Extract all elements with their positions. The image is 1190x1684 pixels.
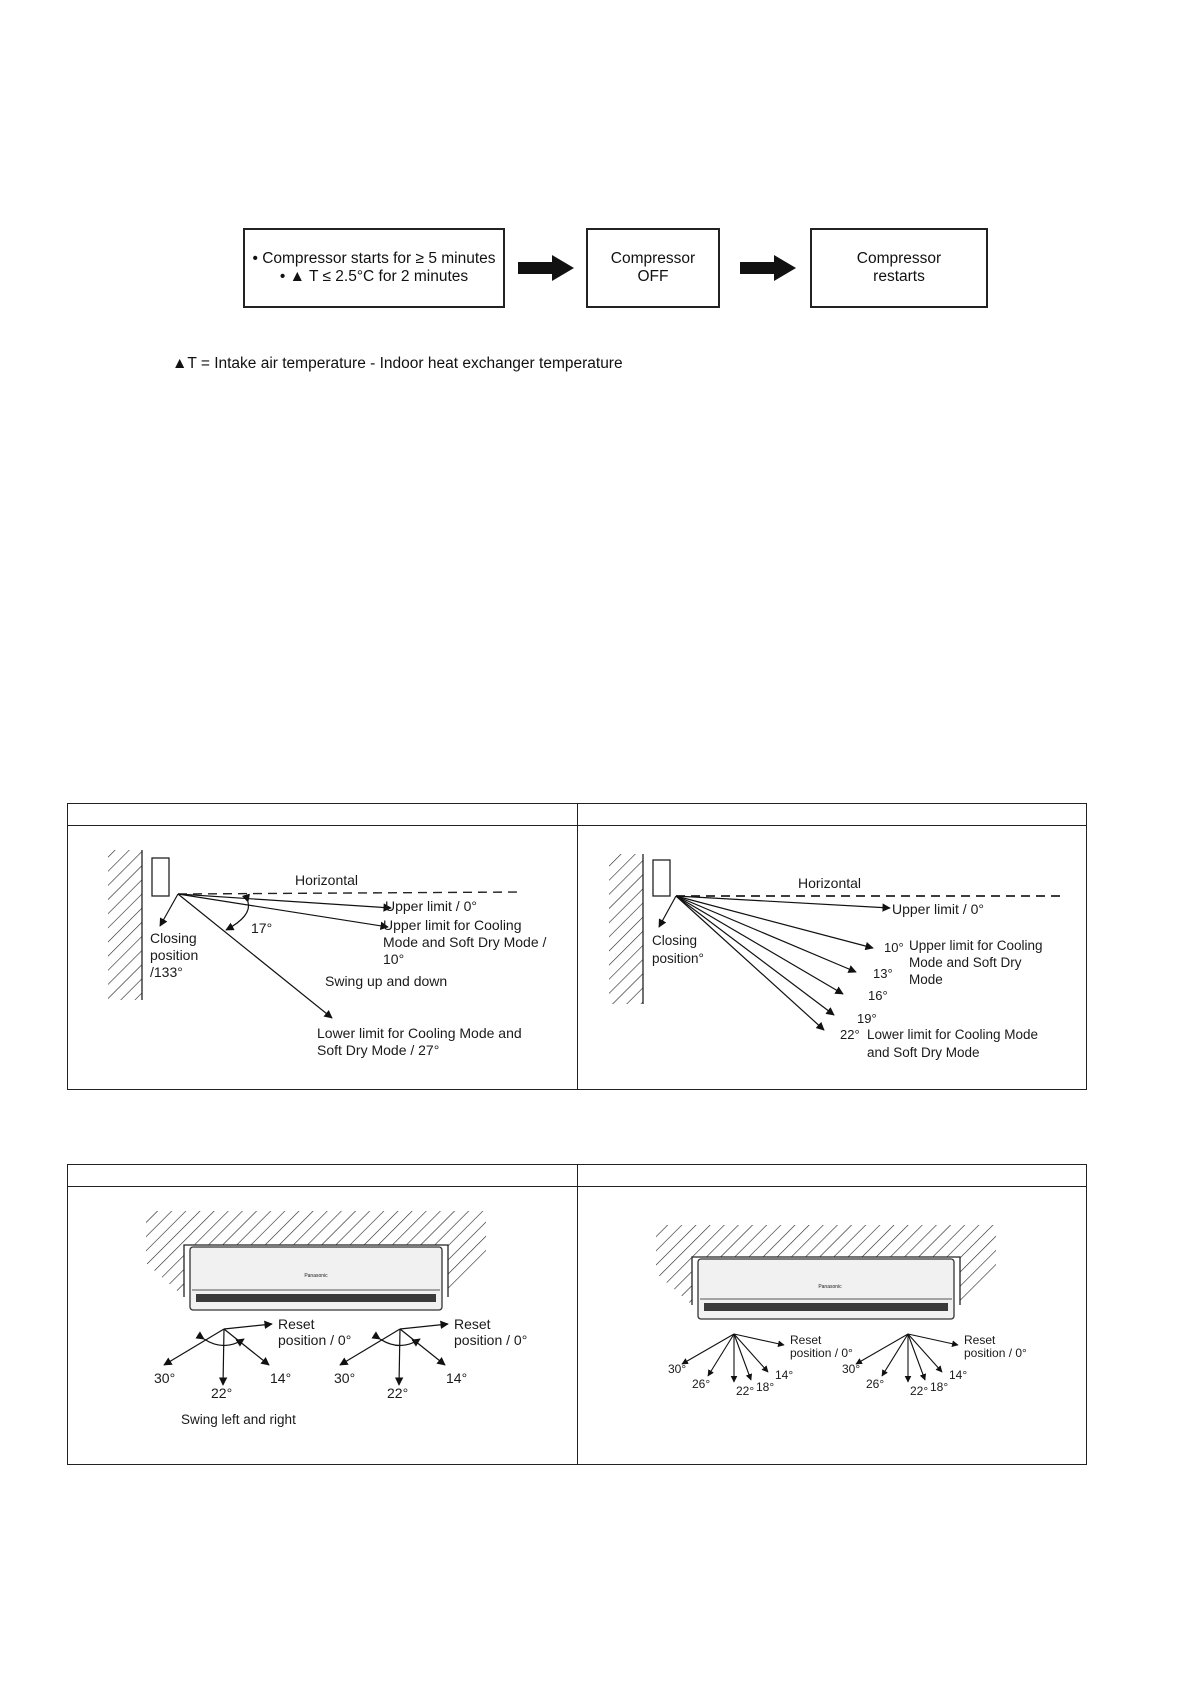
vertical-airflow-table bbox=[67, 803, 1087, 1090]
svg-text:Reset: Reset bbox=[790, 1333, 822, 1347]
svg-text:14°: 14° bbox=[949, 1368, 967, 1382]
flow-arrow-1 bbox=[518, 255, 574, 281]
svg-text:26°: 26° bbox=[866, 1377, 884, 1391]
svg-text:/133°: /133° bbox=[150, 964, 183, 980]
svg-text:Upper limit / 0°: Upper limit / 0° bbox=[892, 901, 984, 917]
horizontal-swing-diagram-right: Panasonic Reset position / 0° Reset posi… bbox=[656, 1225, 1027, 1398]
ceiling-wall-hatch bbox=[146, 1211, 486, 1297]
brand-logo: Panasonic bbox=[818, 1284, 842, 1290]
svg-text:30°: 30° bbox=[668, 1362, 686, 1376]
svg-text:and Soft Dry Mode: and Soft Dry Mode bbox=[867, 1045, 980, 1060]
svg-text:position / 0°: position / 0° bbox=[790, 1346, 853, 1360]
svg-text:Swing left and right: Swing left and right bbox=[181, 1412, 296, 1427]
svg-text:Horizontal: Horizontal bbox=[798, 875, 861, 891]
table-divider bbox=[577, 1165, 578, 1464]
svg-text:position / 0°: position / 0° bbox=[454, 1332, 527, 1348]
svg-text:Upper limit / 0°: Upper limit / 0° bbox=[385, 898, 477, 914]
flow-box-compressor-starts: • Compressor starts for ≥ 5 minutes • ▲ … bbox=[243, 228, 505, 308]
svg-text:Reset: Reset bbox=[278, 1316, 315, 1332]
svg-text:17°: 17° bbox=[251, 920, 272, 936]
flow-arrow-2 bbox=[740, 255, 796, 281]
table-divider bbox=[577, 804, 578, 1089]
svg-text:22°: 22° bbox=[387, 1385, 408, 1401]
svg-text:30°: 30° bbox=[842, 1362, 860, 1376]
svg-text:position / 0°: position / 0° bbox=[278, 1332, 351, 1348]
flow-condition-2: • ▲ T ≤ 2.5°C for 2 minutes bbox=[279, 268, 469, 285]
svg-text:position / 0°: position / 0° bbox=[964, 1346, 1027, 1360]
flow-condition-1: • Compressor starts for ≥ 5 minutes bbox=[252, 250, 496, 267]
svg-text:Lower limit for Cooling Mode: Lower limit for Cooling Mode bbox=[867, 1027, 1038, 1042]
svg-text:Mode and Soft Dry: Mode and Soft Dry bbox=[909, 955, 1022, 970]
wall-hatch bbox=[108, 850, 142, 1000]
svg-text:Swing up and down: Swing up and down bbox=[325, 973, 447, 989]
brand-logo: Panasonic bbox=[304, 1273, 328, 1279]
svg-text:16°: 16° bbox=[868, 988, 888, 1003]
horizontal-swing-diagram-left: Panasonic Reset position / 0° Reset posi… bbox=[146, 1211, 527, 1427]
svg-text:30°: 30° bbox=[154, 1370, 175, 1386]
svg-text:26°: 26° bbox=[692, 1377, 710, 1391]
svg-text:Mode and Soft Dry Mode /: Mode and Soft Dry Mode / bbox=[383, 934, 547, 950]
svg-text:Upper limit for Cooling: Upper limit for Cooling bbox=[909, 938, 1043, 953]
svg-text:30°: 30° bbox=[334, 1370, 355, 1386]
svg-text:22°: 22° bbox=[211, 1385, 232, 1401]
vertical-swing-diagram-left: Horizontal Upper limit / 0° Upper limit … bbox=[108, 850, 547, 1058]
svg-text:position°: position° bbox=[652, 951, 704, 966]
svg-text:18°: 18° bbox=[756, 1380, 774, 1394]
svg-text:position: position bbox=[150, 947, 198, 963]
flow-box-compressor-restarts: Compressor restarts bbox=[810, 228, 988, 308]
svg-text:10°: 10° bbox=[884, 940, 904, 955]
svg-text:14°: 14° bbox=[775, 1368, 793, 1382]
svg-text:22°: 22° bbox=[736, 1384, 754, 1398]
svg-text:Mode: Mode bbox=[909, 972, 943, 987]
svg-text:22°: 22° bbox=[910, 1384, 928, 1398]
svg-text:Reset: Reset bbox=[454, 1316, 491, 1332]
svg-text:Closing: Closing bbox=[150, 930, 197, 946]
label-horizontal: Horizontal bbox=[295, 872, 358, 888]
delta-t-formula: ▲T = Intake air temperature - Indoor hea… bbox=[172, 355, 623, 372]
indoor-unit-icon bbox=[151, 857, 170, 897]
svg-text:Closing: Closing bbox=[652, 933, 697, 948]
svg-text:14°: 14° bbox=[446, 1370, 467, 1386]
svg-text:18°: 18° bbox=[930, 1380, 948, 1394]
svg-text:Lower limit for Cooling Mode a: Lower limit for Cooling Mode and bbox=[317, 1025, 522, 1041]
svg-text:14°: 14° bbox=[270, 1370, 291, 1386]
svg-text:10°: 10° bbox=[383, 951, 404, 967]
svg-text:Reset: Reset bbox=[964, 1333, 996, 1347]
svg-text:Soft Dry Mode / 27°: Soft Dry Mode / 27° bbox=[317, 1042, 439, 1058]
svg-text:19°: 19° bbox=[857, 1011, 877, 1026]
flow-box-compressor-off: Compressor OFF bbox=[586, 228, 720, 308]
horizontal-airflow-table bbox=[67, 1164, 1087, 1465]
svg-text:Upper limit for Cooling: Upper limit for Cooling bbox=[383, 917, 522, 933]
svg-text:13°: 13° bbox=[873, 966, 893, 981]
vertical-swing-diagram-right: Horizontal Upper limit / 0° 10° Upper li… bbox=[609, 854, 1061, 1060]
svg-text:22°: 22° bbox=[840, 1027, 860, 1042]
indoor-unit-icon bbox=[652, 859, 671, 897]
